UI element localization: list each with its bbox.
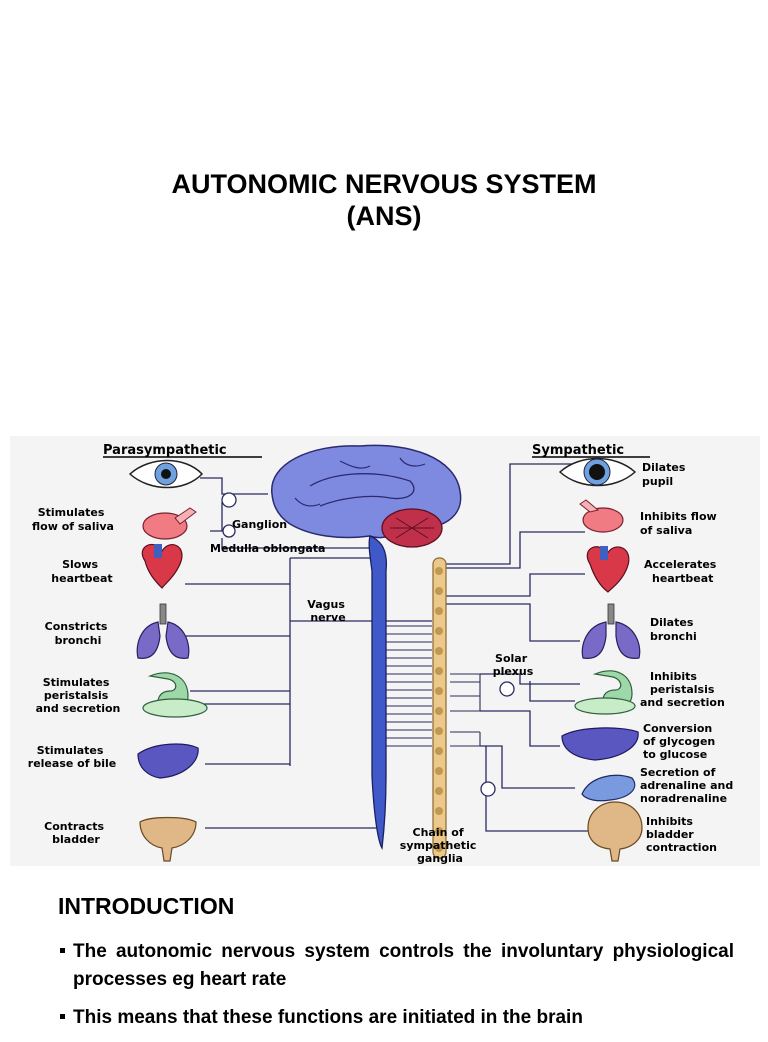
intro-bullet-1: The autonomic nervous system controls th… <box>58 938 734 994</box>
label-inhibits-bladder-l2: bladder <box>646 828 694 841</box>
ganglion-node-saliva <box>222 524 236 538</box>
introduction-heading: INTRODUCTION <box>58 893 235 919</box>
left-salivary-gland-icon <box>142 507 197 540</box>
nerve-lines <box>185 463 620 832</box>
label-vagus-nerve: Vagus nerve <box>307 598 348 624</box>
chain-ganglia-dots <box>435 567 443 852</box>
title-line-1: AUTONOMIC NERVOUS SYSTEM <box>171 169 597 199</box>
left-lungs-icon <box>136 603 190 659</box>
label-secretion-l2: adrenaline and <box>640 779 733 792</box>
label-dilates-pupil: Dilates pupil <box>642 461 689 488</box>
label-slows-heartbeat-l2: heartbeat <box>51 572 112 585</box>
label-vagus-l2: nerve <box>310 611 345 624</box>
label-inhibits-saliva-l2: of saliva <box>640 524 692 537</box>
label-stimulates-saliva: Stimulates flow of saliva <box>32 506 114 533</box>
intro-bullet-2: This means that these functions are init… <box>58 1004 734 1032</box>
label-dilates-bronchi: Dilates bronchi <box>650 616 697 643</box>
label-dilates-bronchi-l1: Dilates <box>650 616 694 629</box>
label-inhibits-peristalsis-l1: Inhibits <box>650 670 697 683</box>
label-inhibits-bladder-l1: Inhibits <box>646 815 693 828</box>
right-lungs-icon <box>581 603 641 659</box>
label-constricts-bronchi: Constricts bronchi <box>45 620 112 647</box>
spinal-rungs <box>382 625 481 747</box>
right-eye-icon <box>558 457 637 487</box>
label-conversion-l2: of glycogen <box>643 735 715 748</box>
label-accelerates-heartbeat: Accelerates heartbeat <box>644 558 720 585</box>
ans-diagram-svg: Parasympathetic Sympathetic <box>10 436 760 866</box>
label-vagus-l1: Vagus <box>307 598 345 611</box>
cerebellum-lines <box>390 517 434 539</box>
label-stimulates-saliva-l2: flow of saliva <box>32 520 114 533</box>
spinal-cord-illustration <box>368 535 388 851</box>
label-chain-l3: ganglia <box>417 852 463 865</box>
label-conversion-l1: Conversion <box>643 722 712 735</box>
right-heart-icon <box>586 546 630 593</box>
label-inhibits-bladder-l3: contraction <box>646 841 717 854</box>
slide-title: AUTONOMIC NERVOUS SYSTEM (ANS) <box>0 168 768 232</box>
intro-bullet-list: The autonomic nervous system controls th… <box>58 938 734 1042</box>
label-dilates-pupil-l2: pupil <box>642 475 673 488</box>
label-inhibits-peristalsis-l3: and secretion <box>640 696 725 709</box>
ans-diagram: Parasympathetic Sympathetic <box>10 436 760 866</box>
label-accelerates-l2: heartbeat <box>652 572 713 585</box>
label-dilates-bronchi-l2: bronchi <box>650 630 697 643</box>
label-inhibits-bladder: Inhibits bladder contraction <box>646 815 717 854</box>
brain-fold-1 <box>309 473 415 507</box>
label-inhibits-saliva: Inhibits flow of saliva <box>640 510 721 537</box>
title-line-2: (ANS) <box>346 201 422 231</box>
label-contracts-bladder-l1: Contracts <box>44 820 104 833</box>
label-constricts-bronchi-l1: Constricts <box>45 620 108 633</box>
label-chain-l1: Chain of <box>413 826 464 839</box>
label-inhibits-peristalsis-l2: peristalsis <box>650 683 715 696</box>
label-stimulates-bile-l1: Stimulates <box>37 744 104 757</box>
left-heart-icon <box>141 543 183 589</box>
label-slows-heartbeat-l1: Slows <box>62 558 98 571</box>
label-contracts-bladder: Contracts bladder <box>44 820 108 846</box>
label-stimulates-saliva-l1: Stimulates <box>38 506 105 519</box>
label-inhibits-peristalsis: Inhibits peristalsis and secretion <box>640 670 725 709</box>
bladder-ganglion-node <box>480 781 496 797</box>
left-stomach-intestine-icon <box>142 672 208 718</box>
label-stimulates-peristalsis-l2: peristalsis <box>44 689 109 702</box>
brain-fold-2 <box>294 457 426 507</box>
left-liver-icon <box>137 743 199 779</box>
label-solar-l2: plexus <box>493 665 534 678</box>
label-ganglion: Ganglion <box>232 518 287 531</box>
label-medulla: Medulla oblongata <box>210 542 325 555</box>
solar-plexus-node <box>499 681 515 697</box>
label-dilates-pupil-l1: Dilates <box>642 461 686 474</box>
label-accelerates-l1: Accelerates <box>644 558 717 571</box>
label-chain-ganglia: Chain of sympathetic ganglia <box>400 826 480 865</box>
right-liver-icon <box>561 727 639 761</box>
label-secretion-l3: noradrenaline <box>640 792 727 805</box>
right-salivary-gland-icon <box>579 499 624 533</box>
label-slows-heartbeat: Slows heartbeat <box>51 558 112 585</box>
label-stimulates-bile-l2: release of bile <box>28 757 116 770</box>
ganglion-node-eye <box>221 492 237 508</box>
right-adrenal-icon <box>581 774 636 802</box>
label-chain-l2: sympathetic <box>400 839 477 852</box>
label-stimulates-peristalsis: Stimulates peristalsis and secretion <box>36 676 121 715</box>
sympathetic-header: Sympathetic <box>532 443 624 458</box>
label-conversion-l3: to glucose <box>643 748 707 761</box>
left-bladder-icon <box>139 816 197 862</box>
label-contracts-bladder-l2: bladder <box>52 833 100 846</box>
label-stimulates-peristalsis-l1: Stimulates <box>43 676 110 689</box>
label-stimulates-peristalsis-l3: and secretion <box>36 702 121 715</box>
right-bladder-icon <box>587 801 643 862</box>
left-eye-icon <box>128 459 204 489</box>
right-stomach-intestine-icon <box>574 670 636 715</box>
label-secretion-adrenaline: Secretion of adrenaline and noradrenalin… <box>640 766 737 805</box>
label-conversion-glycogen: Conversion of glycogen to glucose <box>643 722 719 761</box>
parasympathetic-header: Parasympathetic <box>103 443 227 458</box>
label-constricts-bronchi-l2: bronchi <box>55 634 102 647</box>
label-stimulates-bile: Stimulates release of bile <box>28 744 116 770</box>
label-solar-plexus: Solar plexus <box>493 652 534 678</box>
label-solar-l1: Solar <box>495 652 528 665</box>
label-secretion-l1: Secretion of <box>640 766 716 779</box>
label-inhibits-saliva-l1: Inhibits flow <box>640 510 717 523</box>
